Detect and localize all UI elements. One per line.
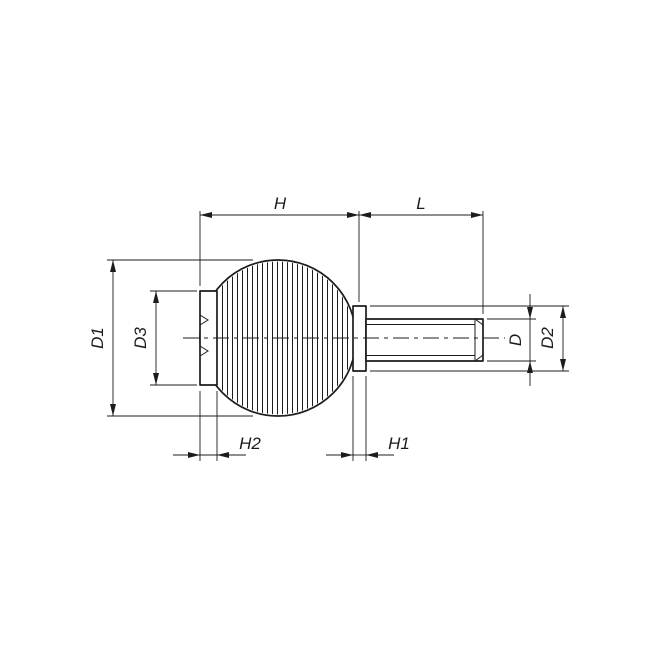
dim-d3-label: D3 (131, 327, 150, 349)
stud-collar (352, 305, 367, 372)
chamfer-edge-bottom (474, 354, 484, 362)
dim-d2-label: D2 (538, 327, 557, 349)
dim-h2-label: H2 (239, 434, 261, 453)
dim-d1-label: D1 (88, 327, 107, 349)
dim-d: D (487, 294, 536, 386)
dim-d-label: D (506, 334, 525, 346)
knob-body (183, 259, 505, 417)
stud-outline (365, 318, 484, 362)
dim-h: H (199, 194, 360, 302)
dim-h1-label: H1 (388, 434, 410, 453)
thread-relief-mark-top (199, 314, 209, 326)
dim-l-label: L (416, 194, 425, 213)
dim-l: L (359, 194, 484, 314)
chamfer-edge-top (474, 318, 484, 326)
dim-d2: D2 (370, 305, 569, 372)
dim-d3: D3 (131, 290, 197, 386)
dim-h1: H1 (326, 376, 410, 461)
dim-h2: H2 (173, 391, 261, 461)
thread-relief-mark-bottom (199, 345, 209, 357)
dim-d1: D1 (88, 259, 253, 417)
dim-h-label: H (274, 194, 287, 213)
threaded-stud (365, 318, 484, 362)
